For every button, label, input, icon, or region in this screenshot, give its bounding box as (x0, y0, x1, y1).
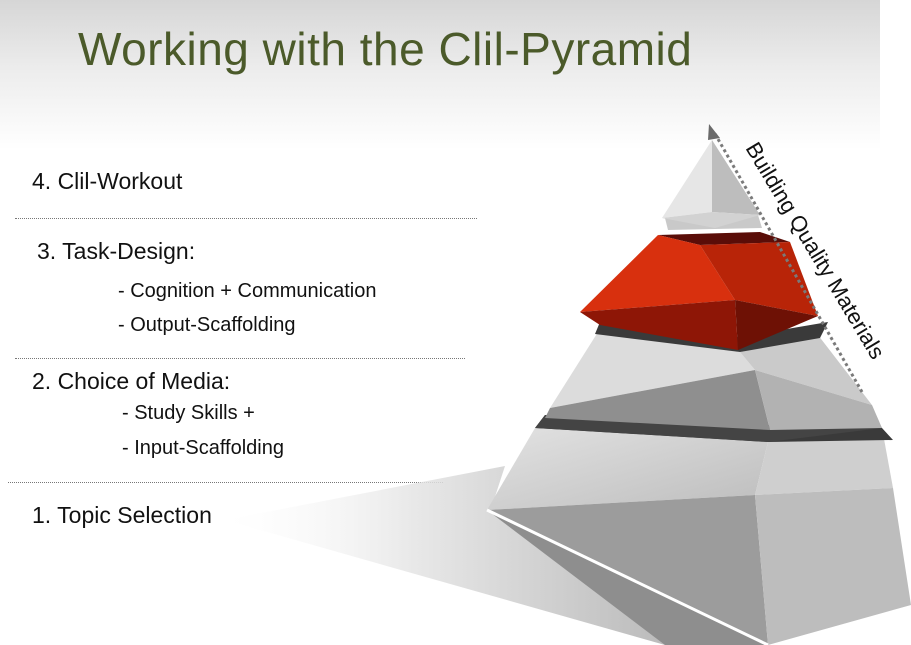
level-2-sub-item: - Input-Scaffolding (122, 437, 284, 459)
level-2-sub-item: - Study Skills + (122, 402, 255, 424)
pyramid-layer-2 (545, 332, 882, 430)
level-1-label: 1. Topic Selection (32, 502, 212, 528)
arrow-head-icon (708, 124, 720, 140)
level-2-label: 2. Choice of Media: (32, 368, 231, 394)
header-band (0, 0, 880, 150)
level-3-label: 3. Task-Design: (37, 238, 196, 264)
divider (15, 358, 465, 359)
level-3-sub-item: - Cognition + Communication (118, 280, 377, 302)
arrow-line (712, 131, 864, 393)
pyramid-layer-4 (662, 140, 760, 228)
divider (15, 218, 477, 219)
page-title: Working with the Clil-Pyramid (78, 23, 693, 75)
level-3-sub-item: - Output-Scaffolding (118, 314, 296, 336)
divider (8, 482, 443, 483)
pyramid-layer-1 (486, 428, 911, 645)
level-4-label: 4. Clil-Workout (32, 168, 183, 194)
